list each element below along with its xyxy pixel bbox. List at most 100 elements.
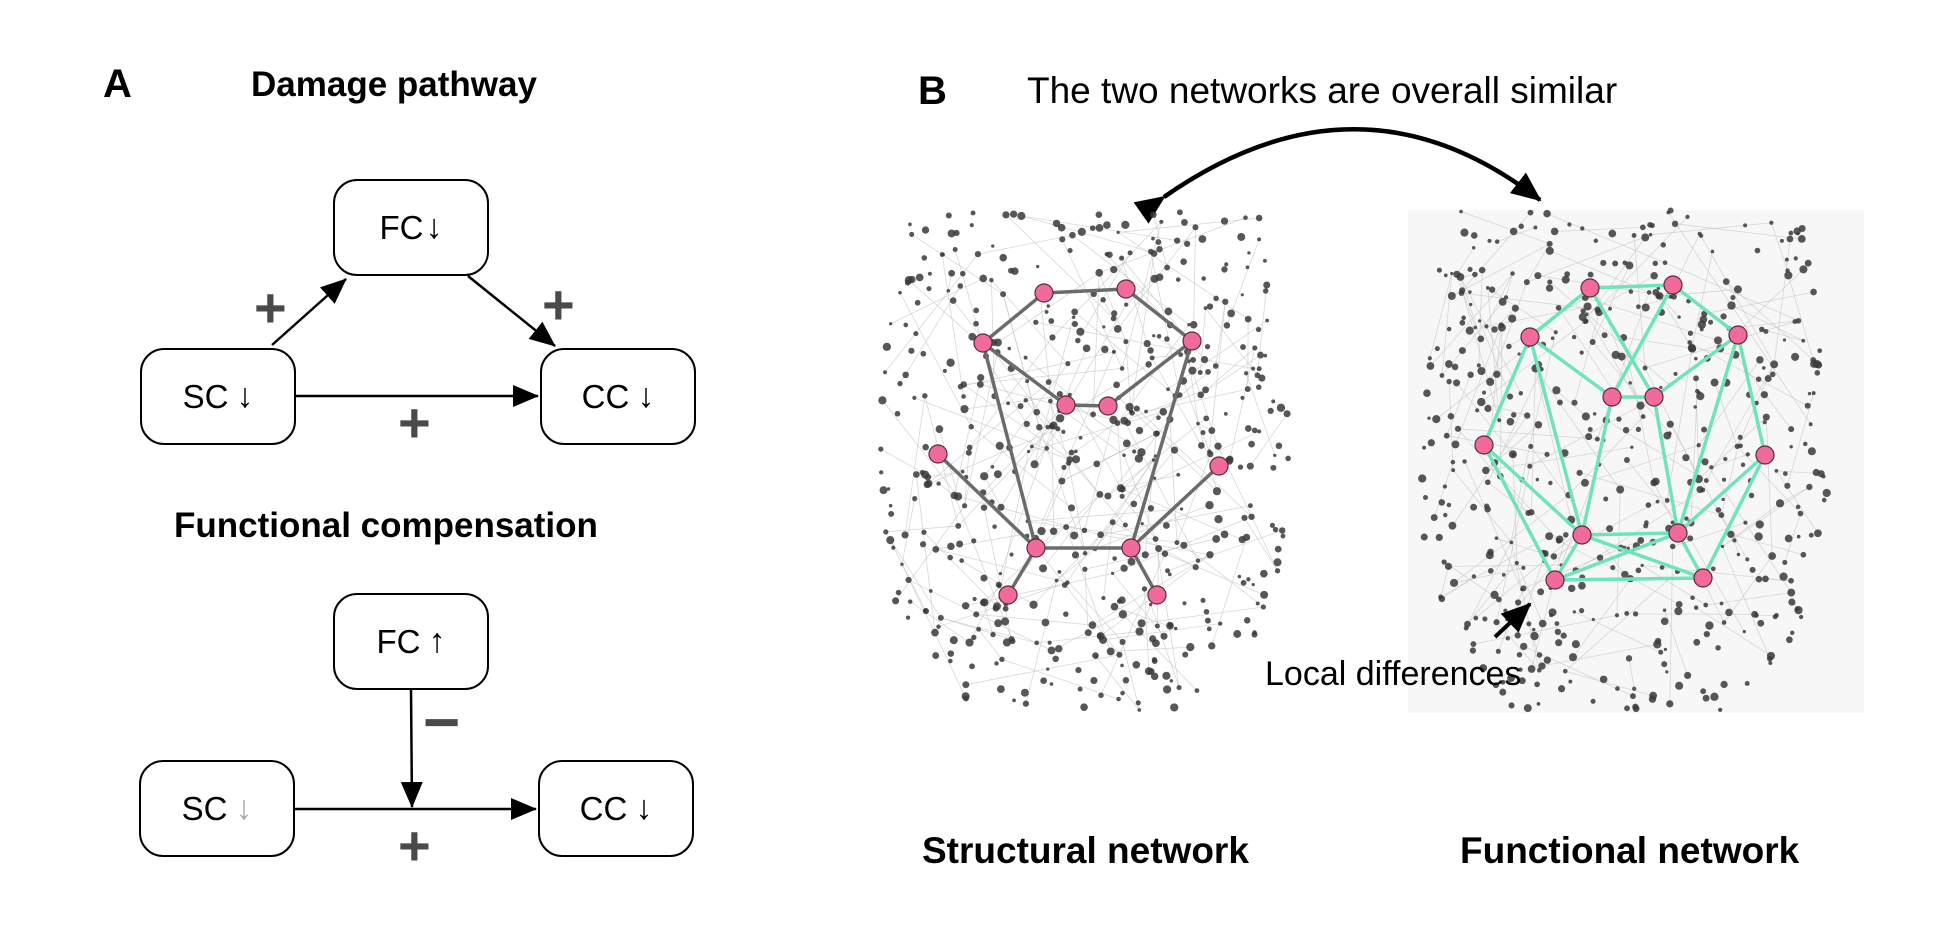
background-node bbox=[1789, 444, 1793, 449]
background-node bbox=[1684, 671, 1692, 680]
background-node bbox=[1152, 476, 1157, 480]
background-node bbox=[1732, 538, 1737, 543]
sign-sc-fc: + bbox=[254, 276, 287, 339]
background-edge bbox=[1110, 646, 1191, 652]
background-node bbox=[1182, 601, 1187, 606]
background-node bbox=[1610, 565, 1616, 571]
background-edge bbox=[1068, 463, 1086, 554]
background-node bbox=[1608, 306, 1612, 311]
background-edge bbox=[904, 395, 926, 535]
background-edge bbox=[1773, 233, 1792, 365]
background-node bbox=[1040, 677, 1047, 685]
background-node bbox=[1049, 682, 1054, 686]
background-node bbox=[931, 628, 939, 637]
background-edge bbox=[1505, 273, 1513, 298]
hub-node bbox=[1098, 396, 1118, 416]
background-node bbox=[1054, 578, 1059, 583]
background-node bbox=[1626, 546, 1630, 550]
background-edge bbox=[1000, 426, 1049, 508]
background-node bbox=[1674, 607, 1683, 616]
background-node bbox=[902, 371, 909, 379]
edge-fc-to-sc-cc-edge bbox=[400, 688, 423, 808]
background-edge bbox=[1714, 382, 1738, 447]
hub-node bbox=[1545, 570, 1565, 590]
background-edge bbox=[1722, 486, 1810, 547]
background-node bbox=[1718, 707, 1723, 712]
background-node bbox=[980, 598, 989, 607]
background-edge bbox=[1669, 546, 1674, 704]
background-edge bbox=[1776, 470, 1819, 534]
background-node bbox=[956, 540, 964, 548]
background-node bbox=[1631, 233, 1637, 238]
background-node bbox=[997, 503, 1005, 511]
background-edge bbox=[1092, 272, 1100, 415]
background-node bbox=[1251, 631, 1258, 638]
background-node bbox=[1148, 602, 1153, 607]
background-edge bbox=[927, 428, 1059, 485]
background-node bbox=[1280, 533, 1286, 539]
background-node bbox=[1788, 426, 1795, 433]
background-node bbox=[1500, 679, 1506, 685]
background-node bbox=[1797, 510, 1804, 517]
sign-fc-cc: + bbox=[542, 273, 575, 336]
background-node bbox=[1007, 346, 1012, 351]
background-edge bbox=[983, 507, 1012, 640]
background-edge bbox=[1200, 347, 1256, 396]
background-node bbox=[1459, 209, 1463, 214]
background-edge bbox=[1546, 213, 1666, 264]
background-node bbox=[1562, 668, 1568, 674]
background-node bbox=[1531, 627, 1536, 632]
background-node bbox=[1510, 412, 1517, 418]
background-edge bbox=[977, 234, 1073, 255]
background-node bbox=[947, 554, 954, 561]
background-node bbox=[1615, 686, 1620, 691]
background-edge bbox=[1197, 423, 1218, 492]
background-node bbox=[1505, 617, 1509, 622]
functional-network-label: Functional network bbox=[1460, 830, 1800, 871]
background-edge bbox=[1448, 564, 1562, 567]
background-node bbox=[1152, 536, 1159, 542]
background-node bbox=[1132, 449, 1137, 454]
background-node bbox=[1484, 479, 1491, 486]
background-node bbox=[1090, 676, 1098, 685]
background-node bbox=[1088, 621, 1097, 629]
background-node bbox=[1190, 356, 1197, 363]
background-node bbox=[1208, 642, 1216, 650]
background-edge bbox=[935, 526, 1067, 550]
background-node bbox=[1128, 409, 1134, 414]
background-node bbox=[1591, 617, 1595, 622]
background-node bbox=[1755, 376, 1762, 382]
background-node bbox=[1162, 671, 1171, 680]
background-node bbox=[1110, 315, 1117, 322]
background-edge bbox=[963, 368, 1123, 385]
background-edge bbox=[971, 426, 1072, 509]
background-node bbox=[1432, 414, 1441, 424]
background-node bbox=[1111, 310, 1118, 317]
background-node bbox=[1636, 304, 1641, 310]
background-node bbox=[1167, 572, 1172, 577]
background-node bbox=[1518, 677, 1526, 685]
background-node bbox=[1244, 386, 1251, 393]
background-node bbox=[1535, 477, 1540, 482]
background-node bbox=[1155, 239, 1162, 245]
background-edge bbox=[1510, 479, 1523, 543]
background-node bbox=[1482, 616, 1488, 622]
background-node bbox=[1696, 443, 1701, 448]
background-node bbox=[1580, 226, 1585, 231]
background-node bbox=[995, 441, 1004, 450]
background-node bbox=[1625, 261, 1634, 270]
background-node bbox=[1754, 247, 1761, 254]
background-node bbox=[1080, 703, 1088, 711]
background-node bbox=[1592, 412, 1597, 416]
background-node bbox=[1170, 703, 1179, 712]
background-edge bbox=[1478, 270, 1483, 366]
background-node bbox=[1252, 345, 1258, 351]
background-node bbox=[923, 480, 931, 489]
background-node bbox=[912, 496, 918, 502]
background-node bbox=[1456, 273, 1465, 281]
background-edge bbox=[1077, 252, 1131, 341]
background-node bbox=[1223, 411, 1228, 416]
background-node bbox=[1534, 681, 1540, 688]
background-edge bbox=[1734, 540, 1739, 555]
background-node bbox=[1821, 474, 1826, 479]
